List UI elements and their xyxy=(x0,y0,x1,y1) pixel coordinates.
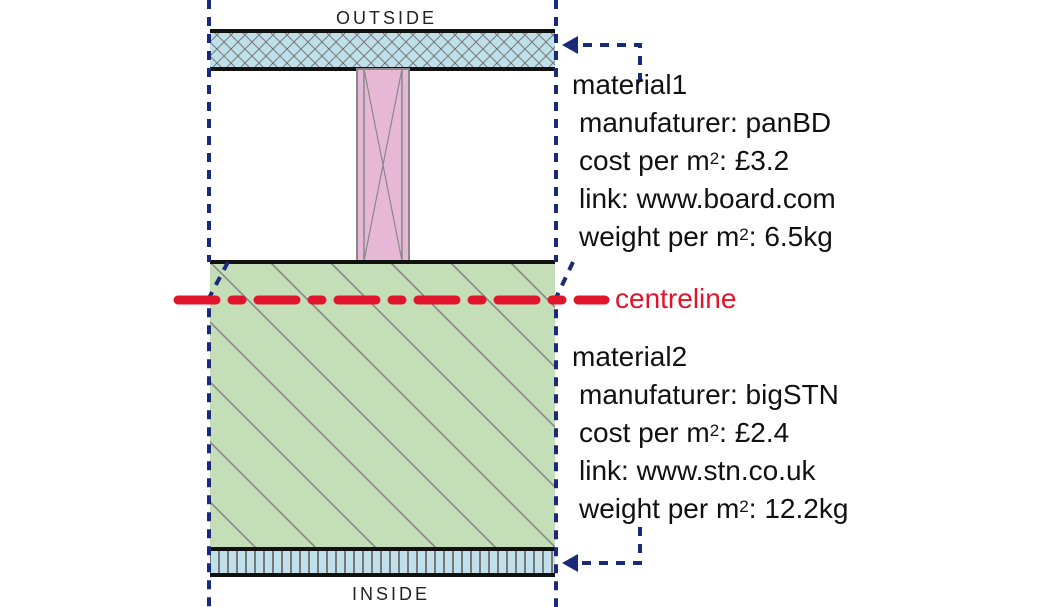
material2-info: material2 manufaturer: bigSTN cost per m… xyxy=(572,338,848,528)
material2-link[interactable]: link: www.stn.co.uk xyxy=(579,455,816,486)
material1-weight: weight per m2: 6.5kg xyxy=(579,221,833,252)
material2-manufacturer: manufaturer: bigSTN xyxy=(579,379,839,410)
leader-arrow-material2 xyxy=(575,527,642,565)
material1-manufacturer: manufaturer: panBD xyxy=(579,107,832,138)
inside-label: INSIDE xyxy=(352,584,431,604)
bottom-layer xyxy=(210,551,555,577)
material2-cost: cost per m2: £2.4 xyxy=(579,417,790,448)
centreline-label: centreline xyxy=(615,283,737,314)
material1-cost: cost per m2: £3.2 xyxy=(579,145,790,176)
timber-stud xyxy=(356,68,410,262)
material1-name: material1 xyxy=(572,69,688,100)
arrow-head-icon xyxy=(562,36,578,54)
material1-link[interactable]: link: www.board.com xyxy=(579,183,836,214)
outside-label: OUTSIDE xyxy=(336,8,438,28)
arrow-head-icon xyxy=(562,554,578,572)
material2-name: material2 xyxy=(572,341,688,372)
block-layer xyxy=(210,260,555,551)
leader-arrow-material1 xyxy=(575,43,642,82)
material1-info: material1 manufaturer: panBD cost per m2… xyxy=(572,66,836,256)
top-board xyxy=(210,29,555,71)
material2-weight: weight per m2: 12.2kg xyxy=(579,493,849,524)
